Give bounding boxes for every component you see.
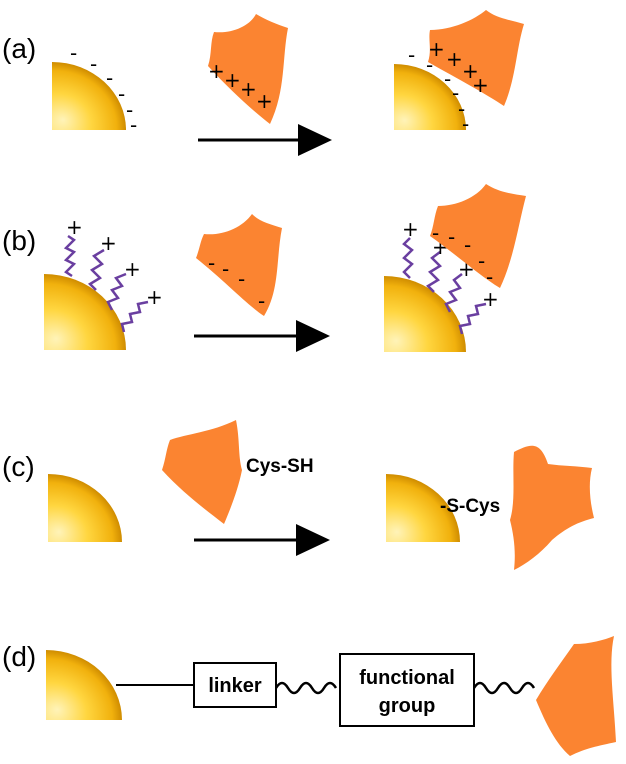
positive-charge: +: [428, 37, 445, 61]
negative-charge: -: [126, 98, 133, 122]
negative-charge: -: [458, 97, 465, 121]
negative-charge: -: [462, 112, 469, 136]
positive-charge: +: [224, 68, 241, 92]
functional-group-box: [339, 653, 475, 727]
positive-charge: +: [446, 47, 463, 71]
panel-label-d: (d): [2, 641, 36, 672]
reaction-arrow: [194, 524, 330, 556]
cationic-ligand: [458, 302, 487, 335]
gold-nanoparticle: [46, 650, 122, 720]
linker-box: [193, 662, 277, 708]
protein: [428, 10, 524, 106]
positive-charge: +: [100, 231, 117, 255]
functional-group-label-line1: functional: [359, 667, 455, 689]
negative-charge: -: [238, 267, 245, 291]
panel-a: (a) - - - - - - + + + + - - - - - - + + …: [2, 10, 524, 156]
thiol-bond-label: -S-Cys: [440, 496, 500, 517]
spacer-spring: [472, 681, 536, 695]
positive-charge: +: [482, 287, 499, 311]
negative-charge: -: [464, 233, 471, 257]
protein: [510, 445, 594, 570]
gold-nanoparticle: [48, 474, 122, 542]
panel-label-a: (a): [2, 33, 36, 64]
negative-charge: -: [258, 289, 265, 313]
protein: [536, 636, 616, 756]
panel-c: (c) Cys-SH -S-Cys: [2, 420, 594, 570]
cationic-ligand: [63, 234, 77, 278]
panel-d: (d) linker functional group: [2, 636, 616, 756]
negative-charge: -: [208, 251, 215, 275]
spacer-spring: [274, 681, 338, 695]
cationic-ligand: [402, 237, 414, 279]
negative-charge: -: [452, 81, 459, 105]
positive-charge: +: [66, 215, 83, 239]
negative-charge: -: [130, 113, 137, 137]
cationic-ligand: [444, 273, 463, 313]
panel-label-c: (c): [2, 451, 35, 482]
linker-label: linker: [208, 675, 262, 697]
cationic-ligand: [87, 248, 105, 291]
negative-charge: -: [118, 82, 125, 106]
negative-charge: -: [408, 43, 415, 67]
cationic-ligand: [106, 272, 127, 311]
positive-charge: +: [208, 59, 225, 83]
protein: [196, 214, 282, 316]
gold-nanoparticle: [52, 62, 126, 130]
gold-nanoparticle: [384, 276, 466, 352]
positive-charge: +: [402, 217, 419, 241]
positive-charge: +: [462, 59, 479, 83]
positive-charge: +: [256, 89, 273, 113]
protein: [162, 420, 242, 524]
gold-nanoparticle: [394, 64, 466, 130]
negative-charge: -: [432, 221, 439, 245]
negative-charge: -: [478, 249, 485, 273]
panel-b: (b) + + + + - - - - + + + + - - -: [2, 184, 526, 352]
negative-charge: -: [90, 52, 97, 76]
positive-charge: +: [472, 73, 489, 97]
gold-nanoparticle: [386, 474, 460, 542]
negative-charge: -: [222, 257, 229, 281]
protein: [430, 184, 526, 288]
reaction-arrow: [198, 124, 332, 156]
cationic-ligand: [425, 251, 443, 293]
panel-label-b: (b): [2, 225, 36, 256]
negative-charge: -: [444, 67, 451, 91]
negative-charge: -: [448, 225, 455, 249]
negative-charge: -: [486, 265, 493, 289]
positive-charge: +: [124, 257, 141, 281]
positive-charge: +: [146, 285, 163, 309]
negative-charge: -: [70, 41, 77, 65]
functional-group-label-line2: group: [379, 695, 436, 717]
gold-nanoparticle: [44, 274, 126, 350]
protein: [208, 14, 288, 124]
negative-charge: -: [106, 66, 113, 90]
negative-charge: -: [426, 53, 433, 77]
protein-thiol-label: Cys-SH: [246, 456, 314, 477]
positive-charge: +: [240, 77, 257, 101]
cationic-ligand: [120, 300, 149, 333]
reaction-arrow: [194, 320, 330, 352]
